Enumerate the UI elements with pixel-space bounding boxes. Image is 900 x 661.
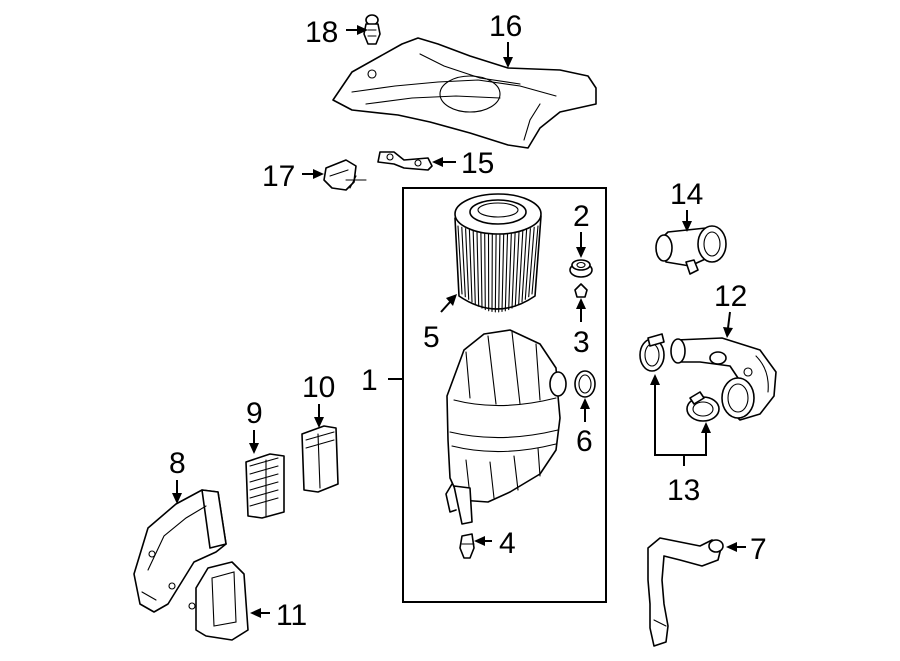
part-10-seal <box>301 425 339 493</box>
filter-pleat <box>472 230 476 305</box>
part-3-fastener <box>574 283 588 298</box>
part-17-clip <box>323 159 367 191</box>
filter-pleat <box>498 234 501 313</box>
callout-9: 9 <box>246 397 263 430</box>
part-2-grommet <box>569 259 593 278</box>
callout-16: 16 <box>489 10 522 43</box>
callout-4: 4 <box>499 527 516 560</box>
air-cleaner-housing <box>445 329 567 525</box>
filter-pleat <box>494 234 497 313</box>
part-11-duct-cover <box>188 561 249 641</box>
callout-7: 7 <box>750 533 767 566</box>
leader-lines <box>172 25 746 618</box>
filter-pleat <box>518 230 524 305</box>
filter-pleat <box>480 232 483 309</box>
callout-11: 11 <box>276 599 307 632</box>
callout-5: 5 <box>423 321 440 354</box>
callout-15: 15 <box>461 147 494 180</box>
part-5-filter-element <box>454 193 542 313</box>
callout-6: 6 <box>576 425 593 458</box>
part-4-drain-valve <box>459 533 475 559</box>
filter-pleat <box>531 225 539 295</box>
callout-3: 3 <box>573 326 590 359</box>
part-7-drain-hose <box>647 537 724 647</box>
part-8-inlet-duct <box>133 489 227 613</box>
part-14-airflow-tube <box>655 225 727 275</box>
part-1-assembly-box <box>402 187 607 603</box>
filter-pleat <box>476 231 480 307</box>
callout-12: 12 <box>714 280 747 313</box>
filter-pleat <box>511 232 516 309</box>
callout-14: 14 <box>670 178 703 211</box>
callout-labels: 18 16 17 15 14 2 12 5 3 1 10 9 6 8 13 4 … <box>169 10 767 632</box>
part-16-cover-panel <box>332 37 597 149</box>
filter-pleat <box>508 233 512 311</box>
part-15-bracket <box>377 151 433 171</box>
callout-13: 13 <box>667 474 700 507</box>
callout-2: 2 <box>573 200 590 233</box>
filter-pleat <box>504 233 509 312</box>
part-6-seal-ring <box>574 370 596 398</box>
callout-10: 10 <box>302 371 335 404</box>
filter-pleat <box>501 234 505 313</box>
filter-pleat <box>528 226 535 298</box>
filter-pleat <box>524 228 531 300</box>
filter-pleat <box>468 229 473 303</box>
callout-1: 1 <box>361 364 378 397</box>
part-13-hose-clamps <box>639 333 720 422</box>
part-9-seal <box>245 453 285 519</box>
filter-pleat <box>465 228 470 300</box>
filter-pleat <box>521 229 528 303</box>
callout-17: 17 <box>262 160 295 193</box>
filter-pleat <box>484 233 486 311</box>
filter-pleat <box>457 225 463 295</box>
filter-pleat <box>514 231 520 307</box>
callout-8: 8 <box>169 447 186 480</box>
callout-18: 18 <box>305 16 338 49</box>
filter-pleat <box>461 226 466 298</box>
part-12-intake-hose <box>670 337 777 421</box>
part-18-push-pin <box>363 14 381 45</box>
